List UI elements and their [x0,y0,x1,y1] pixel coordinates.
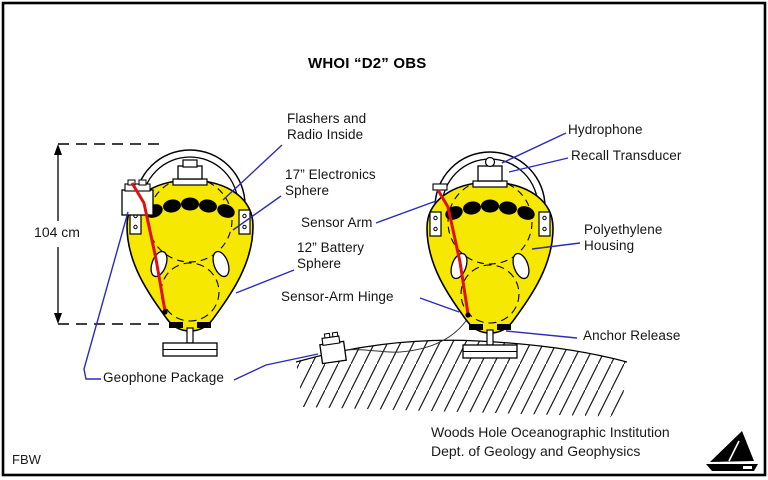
obs-right [426,151,554,359]
footer-department: Dept. of Geology and Geophysics [431,443,641,459]
sensor-arm-right [436,189,470,315]
height-dimension-lines [54,143,165,325]
leader-flashers [222,144,283,201]
leader-lines [83,132,581,381]
label-anchor-release: Anchor Release [583,328,681,343]
label-height-dimension: 104 cm [34,224,80,240]
leader-recall-transducer [508,157,569,173]
geophone-package-deployed [319,331,348,365]
label-electronics-sphere: 17” Electronics Sphere [285,167,376,198]
seafloor [295,339,628,417]
obs-left [121,149,254,357]
leader-electronics-sphere [232,195,282,231]
sensor-arm-left [130,182,167,312]
leader-geophone-right [233,353,319,381]
label-hydrophone: Hydrophone [568,122,643,137]
leader-hydrophone [501,132,567,164]
geophone-cable [345,317,469,353]
leader-sensor-arm [375,200,437,224]
leader-sensor-arm-hinge [419,297,460,313]
label-flashers-radio: Flashers and Radio Inside [287,111,367,142]
label-recall-transducer: Recall Transducer [571,148,682,163]
label-polyethylene-housing: Polyethylene Housing [584,222,663,253]
label-sensor-arm: Sensor Arm [301,215,373,230]
leader-battery-sphere [235,269,295,294]
author-initials: FBW [12,452,41,467]
leader-polyethylene-housing [531,242,581,250]
diagram-title: WHOI “D2” OBS [308,55,427,72]
footer-institution: Woods Hole Oceanographic Institution [431,424,670,440]
label-sensor-arm-hinge: Sensor-Arm Hinge [281,289,394,304]
label-battery-sphere: 12” Battery Sphere [297,240,365,271]
geophone-package-stowed [121,179,154,216]
sailboat-logo [706,431,758,471]
leader-geophone-left [83,211,129,380]
leader-anchor-release [505,330,578,339]
label-geophone-package: Geophone Package [103,370,224,385]
